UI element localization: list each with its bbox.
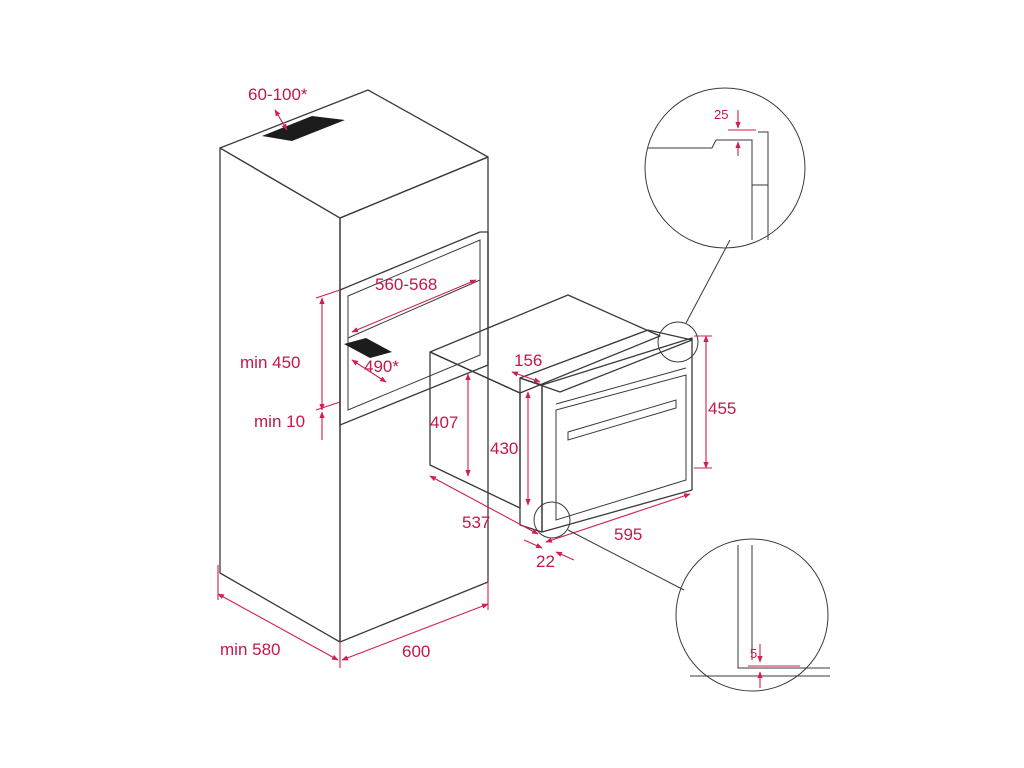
label-cabinet-depth: min 580 (220, 640, 280, 659)
label-detail-bottom-gap: 5 (750, 646, 757, 661)
label-niche-width: 560-568 (375, 275, 437, 294)
label-vent-top: 60-100* (248, 85, 308, 104)
top-detail-marker (657, 321, 699, 363)
label-oven-front-height: 430 (490, 439, 518, 458)
top-detail (644, 87, 806, 249)
cabinet-top-face (219, 89, 489, 219)
label-bottom-gap: min 10 (254, 412, 305, 431)
top-vent-opening (262, 116, 345, 141)
label-panel-offset: 156 (514, 351, 542, 370)
oven-front-edge (519, 377, 543, 533)
label-oven-depth: 537 (462, 513, 490, 532)
bottom-vent-opening (344, 338, 392, 358)
label-front-thickness: 22 (536, 552, 555, 571)
bottom-detail-marker (533, 501, 571, 539)
dimension-labels: 60-100* 560-568 min 450 490* min 10 min … (220, 85, 757, 661)
oven-front-panel (541, 337, 693, 533)
detail-callouts (533, 87, 830, 692)
oven-handle (567, 399, 677, 441)
cabinet-front-face (339, 156, 489, 643)
oven-door (555, 374, 687, 521)
label-detail-top-gap: 25 (714, 107, 728, 122)
label-vent-bottom: 490* (364, 357, 399, 376)
dimension-lines (217, 109, 712, 668)
oven-unit (429, 294, 693, 533)
label-cabinet-width: 600 (402, 642, 430, 661)
label-oven-body-height: 407 (430, 413, 458, 432)
oven-niche (339, 231, 489, 426)
label-niche-height: min 450 (240, 353, 300, 372)
oven-body-top (429, 294, 661, 394)
label-oven-total-height: 455 (708, 399, 736, 418)
bottom-detail (675, 538, 830, 692)
label-oven-width: 595 (614, 525, 642, 544)
